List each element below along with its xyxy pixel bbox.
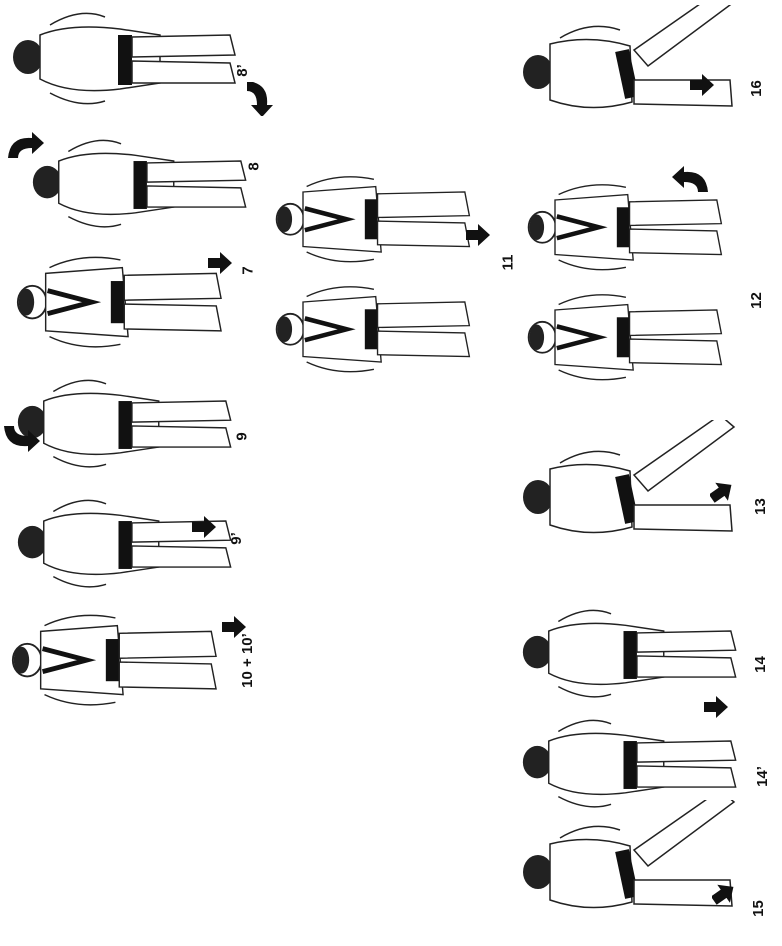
figure-11a <box>268 172 498 272</box>
figure-8-prime <box>10 5 250 115</box>
figure-12b <box>515 290 755 390</box>
label-14: 14 <box>752 656 769 673</box>
arrow-right-icon <box>690 74 716 98</box>
arrow-right-icon <box>704 696 730 720</box>
figure-14 <box>520 600 750 710</box>
label-8-prime: 8’ <box>234 64 251 77</box>
curved-arrow-icon <box>6 132 46 166</box>
curved-arrow-icon <box>670 166 710 200</box>
curved-arrow-icon <box>236 82 276 116</box>
arrow-right-icon <box>208 252 234 276</box>
label-8: 8 <box>246 162 263 170</box>
arrow-right-icon <box>466 224 492 248</box>
label-7: 7 <box>240 266 257 274</box>
label-9-prime: 9’ <box>228 532 245 545</box>
figure-10 <box>10 608 240 718</box>
label-16: 16 <box>748 80 765 97</box>
arrow-right-icon <box>192 516 218 540</box>
label-12: 12 <box>748 292 765 309</box>
label-15: 15 <box>750 900 767 917</box>
label-10: 10 + 10’ <box>239 633 256 688</box>
figure-9 <box>15 370 245 480</box>
label-13: 13 <box>752 498 769 515</box>
figure-15 <box>520 800 760 940</box>
figure-12a <box>515 180 755 280</box>
figure-8 <box>30 130 260 240</box>
arrow-right-icon <box>710 480 736 504</box>
curved-arrow-icon <box>2 418 42 452</box>
figure-11b <box>268 282 498 382</box>
arrow-right-icon <box>712 882 738 906</box>
label-14-prime: 14’ <box>754 766 771 787</box>
label-9: 9 <box>234 432 251 440</box>
figure-16 <box>520 5 760 155</box>
label-11: 11 <box>499 255 516 271</box>
figure-9-prime <box>15 490 245 600</box>
